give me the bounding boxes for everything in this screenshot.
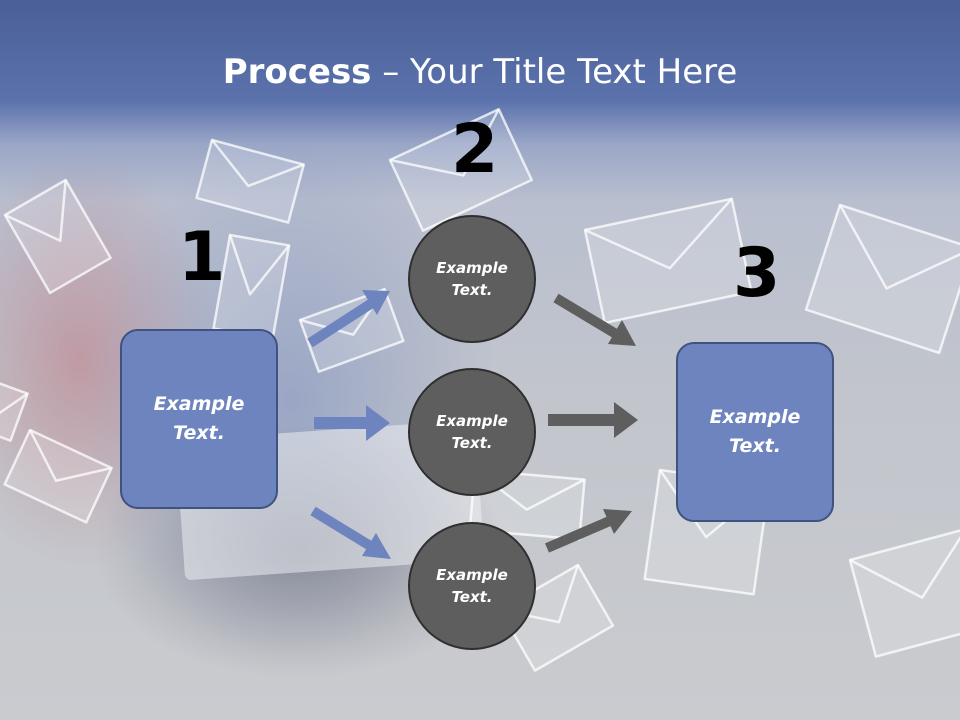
envelope-icon bbox=[848, 527, 960, 658]
envelope-icon bbox=[804, 203, 960, 355]
left-process-box: Example Text. bbox=[120, 329, 278, 509]
step-number-1: 1 bbox=[178, 218, 226, 297]
left-box-text: Example Text. bbox=[153, 392, 245, 444]
envelope-icon bbox=[583, 197, 753, 325]
step-number-2: 2 bbox=[451, 110, 499, 189]
arrow-left-mid bbox=[314, 405, 390, 441]
envelope-icon bbox=[0, 378, 29, 442]
arrow-left-top bbox=[307, 290, 390, 348]
circle-middle-text: Example Text. bbox=[436, 411, 508, 453]
envelope-icon bbox=[3, 428, 113, 524]
arrow-right-top bbox=[553, 293, 636, 346]
step-number-3: 3 bbox=[733, 234, 781, 313]
envelope-icon bbox=[212, 233, 291, 341]
arrow-right-bottom bbox=[545, 509, 632, 553]
title-bold: Process bbox=[222, 52, 372, 92]
slide-title: Process – Your Title Text Here bbox=[0, 52, 960, 92]
envelope-icon bbox=[388, 108, 533, 232]
envelope-icon bbox=[3, 178, 112, 295]
right-process-box: Example Text. bbox=[676, 342, 834, 522]
circle-top-text: Example Text. bbox=[436, 258, 508, 300]
circle-bottom: Example Text. bbox=[408, 522, 536, 650]
envelope-icon bbox=[195, 138, 306, 224]
arrow-left-bottom bbox=[310, 506, 391, 559]
title-rest: – Your Title Text Here bbox=[371, 52, 738, 92]
circle-middle: Example Text. bbox=[408, 368, 536, 496]
arrow-right-mid bbox=[548, 402, 638, 438]
right-box-text: Example Text. bbox=[709, 405, 801, 457]
circle-top: Example Text. bbox=[408, 215, 536, 343]
circle-bottom-text: Example Text. bbox=[436, 565, 508, 607]
